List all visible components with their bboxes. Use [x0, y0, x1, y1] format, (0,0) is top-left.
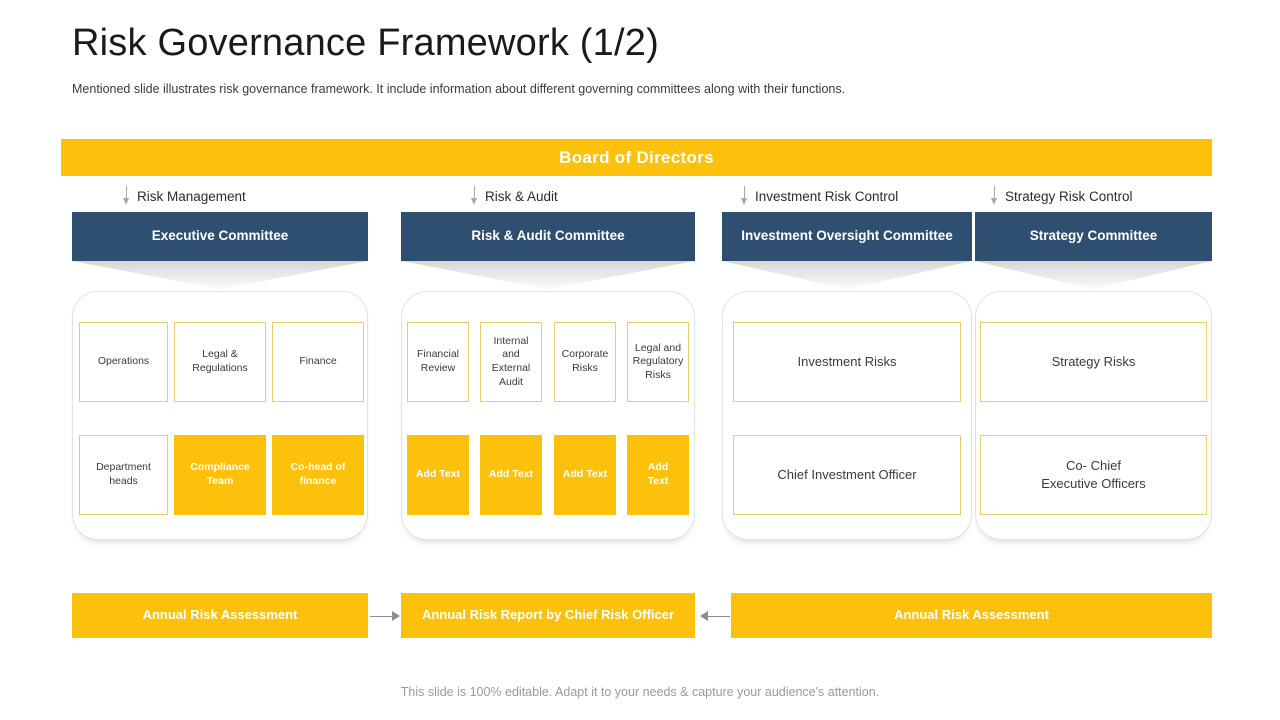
arrow-stem: [370, 615, 392, 617]
arrow-down-icon: [470, 186, 479, 206]
arrow-right-icon: [370, 609, 400, 623]
committee-risk-audit[interactable]: Risk & Audit Committee: [401, 212, 695, 261]
committee-investment-oversight[interactable]: Investment Oversight Committee: [722, 212, 972, 261]
cell-add-text-1[interactable]: Add Text: [407, 435, 469, 515]
arrow-down-icon: [122, 186, 131, 206]
connector-risk-audit: Risk & Audit: [470, 185, 558, 207]
footer-note: This slide is 100% editable. Adapt it to…: [400, 685, 880, 699]
board-of-directors-bar[interactable]: Board of Directors: [61, 139, 1212, 176]
cell-add-text-2[interactable]: Add Text: [480, 435, 542, 515]
committee-strategy[interactable]: Strategy Committee: [975, 212, 1212, 261]
chevron-down-icon: [72, 261, 368, 289]
arrow-left-icon: [700, 609, 730, 623]
connector-strategy-risk-control: Strategy Risk Control: [990, 185, 1133, 207]
connector-label: Risk Management: [137, 188, 246, 204]
cell-investment-risks[interactable]: Investment Risks: [733, 322, 961, 402]
cell-finance[interactable]: Finance: [272, 322, 364, 402]
bottom-bar-annual-risk-assessment-left[interactable]: Annual Risk Assessment: [72, 593, 368, 638]
committee-executive[interactable]: Executive Committee: [72, 212, 368, 261]
arrow-down-icon: [990, 186, 999, 206]
cell-chief-investment-officer[interactable]: Chief Investment Officer: [733, 435, 961, 515]
connector-investment-risk-control: Investment Risk Control: [740, 185, 898, 207]
cell-operations[interactable]: Operations: [79, 322, 168, 402]
chevron-down-icon: [975, 261, 1212, 289]
chevron-down-icon: [401, 261, 695, 289]
arrow-head: [392, 611, 400, 621]
cell-add-text-3[interactable]: Add Text: [554, 435, 616, 515]
page-subtitle: Mentioned slide illustrates risk governa…: [72, 82, 846, 96]
connector-label: Strategy Risk Control: [1005, 188, 1133, 204]
page-title: Risk Governance Framework (1/2): [72, 22, 659, 64]
connector-label: Risk & Audit: [485, 188, 558, 204]
chevron-down-icon: [722, 261, 972, 289]
bottom-bar-annual-risk-report[interactable]: Annual Risk Report by Chief Risk Officer: [401, 593, 695, 638]
cell-strategy-risks[interactable]: Strategy Risks: [980, 322, 1207, 402]
connector-risk-management: Risk Management: [122, 185, 246, 207]
connector-label: Investment Risk Control: [755, 188, 899, 204]
arrow-head: [700, 611, 708, 621]
arrow-stem: [708, 615, 730, 617]
bottom-bar-annual-risk-assessment-right[interactable]: Annual Risk Assessment: [731, 593, 1212, 638]
cell-legal-regulations[interactable]: Legal &Regulations: [174, 322, 266, 402]
arrow-down-icon: [740, 186, 749, 206]
